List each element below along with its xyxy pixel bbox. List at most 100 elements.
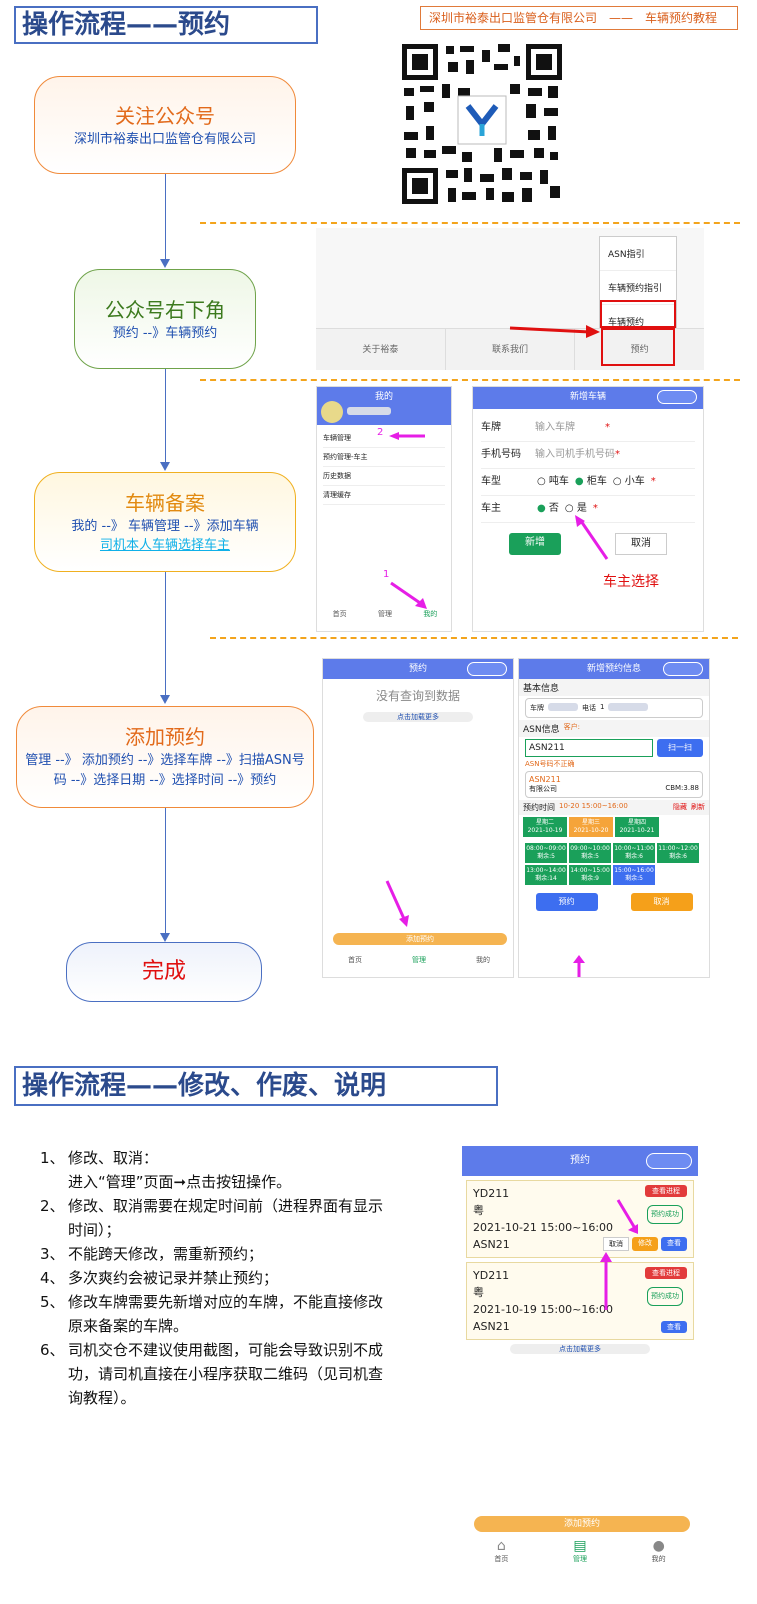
edit-button[interactable]: 修改 xyxy=(632,1237,658,1251)
cancel-booking-button[interactable]: 取消 xyxy=(630,893,693,911)
booking-time: 2021-10-21 15:00~16:00 xyxy=(473,1221,614,1234)
capsule-icon xyxy=(657,390,697,404)
type-option[interactable]: ● 柜车 xyxy=(574,476,607,487)
menu-item-asn[interactable]: ASN指引 xyxy=(600,237,676,271)
capsule-icon xyxy=(663,662,703,676)
node-title: 完成 xyxy=(141,959,186,984)
menu-item-guide[interactable]: 车辆预约指引 xyxy=(600,271,676,305)
booking-header: 预约 xyxy=(323,659,513,679)
add-vehicle-button[interactable]: 新增 xyxy=(509,533,561,555)
tab-manage[interactable]: 管理 xyxy=(412,956,426,964)
flow-line xyxy=(165,572,166,696)
cancel-button[interactable]: 取消 xyxy=(603,1237,629,1251)
tab-home[interactable]: 首页 xyxy=(332,610,347,618)
node-title: 添加预约 xyxy=(125,725,205,749)
progress-button[interactable]: 查看进程 xyxy=(645,1185,687,1197)
avatar xyxy=(321,401,343,423)
tab-home[interactable]: ⌂首页 xyxy=(462,1538,541,1564)
node-booking: 添加预约 管理 --》 添加预约 --》选择车牌 --》扫描ASN号码 --》选… xyxy=(16,706,314,808)
vehicle-form-title: 新增车辆 xyxy=(569,392,606,402)
owner-option-no[interactable]: ● 否 xyxy=(537,503,559,514)
node-title: 公众号右下角 xyxy=(105,297,225,322)
mine-header: 我的 xyxy=(317,387,451,425)
tab-mine[interactable]: ●我的 xyxy=(619,1538,698,1564)
node-sub: 预约 --》车辆预约 xyxy=(112,325,218,341)
tab-mine[interactable]: 我的 xyxy=(423,610,438,618)
step-mark: 1 xyxy=(383,569,390,580)
tab-manage[interactable]: 管理 xyxy=(377,610,392,618)
magenta-arrow xyxy=(573,955,585,977)
type-option[interactable]: ○ 小车 xyxy=(612,476,645,487)
mine-item-cache[interactable]: 清理缓存 xyxy=(323,486,445,505)
tab-home[interactable]: 首页 xyxy=(348,956,362,964)
node-sub: 我的 --》 车辆管理 --》添加车辆 xyxy=(71,519,259,534)
add-booking-button[interactable]: 添加预约 xyxy=(474,1516,690,1532)
node-sub-link[interactable]: 司机本人车辆选择车主 xyxy=(99,538,230,553)
plate-label: 车牌 xyxy=(530,704,544,712)
view-button[interactable]: 查看 xyxy=(661,1321,687,1333)
vehicle-form-header: 新增车辆 xyxy=(473,387,703,409)
basic-info-label: 基本信息 xyxy=(519,679,709,696)
progress-button[interactable]: 查看进程 xyxy=(645,1267,687,1279)
tab-about[interactable]: 关于裕泰 xyxy=(316,329,446,370)
tab-contact[interactable]: 联系我们 xyxy=(446,329,576,370)
view-button[interactable]: 查看 xyxy=(661,1237,687,1251)
asn-warning: ASN号码不正确 xyxy=(525,760,575,768)
type-option[interactable]: ○ 吨车 xyxy=(537,476,569,487)
vehicle-form-body: 车牌输入车牌* 手机号码输入司机手机号码* 车型 ○ 吨车 ● 柜车 ○ 小车*… xyxy=(473,409,703,561)
arrow-down-icon xyxy=(160,462,170,471)
status-badge: 预约成功 xyxy=(647,1287,683,1306)
menu-screenshot: ASN指引 车辆预约指引 车辆预约 关于裕泰 联系我们 预约 xyxy=(316,228,704,370)
tab-mine[interactable]: 我的 xyxy=(476,956,490,964)
tab-booking[interactable]: 预约 xyxy=(630,345,649,355)
plate-input[interactable]: 输入车牌 xyxy=(535,422,575,433)
phone-value: 1 xyxy=(600,703,605,711)
mine-item-history[interactable]: 历史数据 xyxy=(323,467,445,486)
add-booking-button[interactable]: 添加预约 xyxy=(333,933,507,945)
status-badge: 预约成功 xyxy=(647,1205,683,1224)
owner-option-yes[interactable]: ○ 是 xyxy=(564,503,587,514)
cancel-vehicle-button[interactable]: 取消 xyxy=(615,533,667,555)
magenta-arrow xyxy=(390,581,427,609)
menu-item-booking[interactable]: 车辆预约 xyxy=(608,318,645,328)
document-icon: ▤ xyxy=(573,1538,587,1554)
arrow-down-icon xyxy=(160,695,170,704)
load-more-link[interactable]: 点击加载更多 xyxy=(510,1344,650,1354)
new-booking-title: 新增预约信息 xyxy=(586,664,641,674)
booking-plate: 粤 xyxy=(473,1204,484,1217)
vehicle-form-screenshot: 新增车辆 车牌输入车牌* 手机号码输入司机手机号码* 车型 ○ 吨车 ● 柜车 … xyxy=(472,386,704,632)
booking-title: 预约 xyxy=(408,664,427,674)
mine-tabbar: 首页 管理 我的 xyxy=(317,609,451,619)
qr-code xyxy=(398,40,566,210)
hide-button[interactable]: 隐藏 xyxy=(673,803,687,811)
list-title: 预约 xyxy=(570,1155,590,1166)
phone-input[interactable]: 输入司机手机号码 xyxy=(535,449,615,460)
list-tabbar: ⌂首页 ▤管理 ●我的 xyxy=(462,1538,698,1564)
asn-card-id: ASN211 xyxy=(529,775,561,784)
node-vehicle: 车辆备案 我的 --》 车辆管理 --》添加车辆 司机本人车辆选择车主 xyxy=(34,472,296,572)
scan-button[interactable]: 扫一扫 xyxy=(657,739,703,757)
mine-item-vehicles[interactable]: 车辆管理 xyxy=(323,429,445,448)
asn-cbm: CBM:3.88 xyxy=(665,784,699,792)
booking-time: 2021-10-19 15:00~16:00 xyxy=(473,1303,614,1316)
mine-item-booking[interactable]: 预约管理-车主 xyxy=(323,448,445,467)
tab-manage[interactable]: ▤管理 xyxy=(541,1538,620,1564)
qr-code-image xyxy=(400,42,564,206)
load-more-link[interactable]: 点击加载更多 xyxy=(363,712,473,722)
type-label: 车型 xyxy=(481,476,501,487)
book-button[interactable]: 预约 xyxy=(535,893,598,911)
asn-input[interactable]: ASN211 xyxy=(525,739,653,757)
refresh-button[interactable]: 刷新 xyxy=(691,803,705,811)
note-item: 5、修改车牌需要先新增对应的车牌，不能直接修改原来备案的车牌。 xyxy=(40,1293,384,1335)
